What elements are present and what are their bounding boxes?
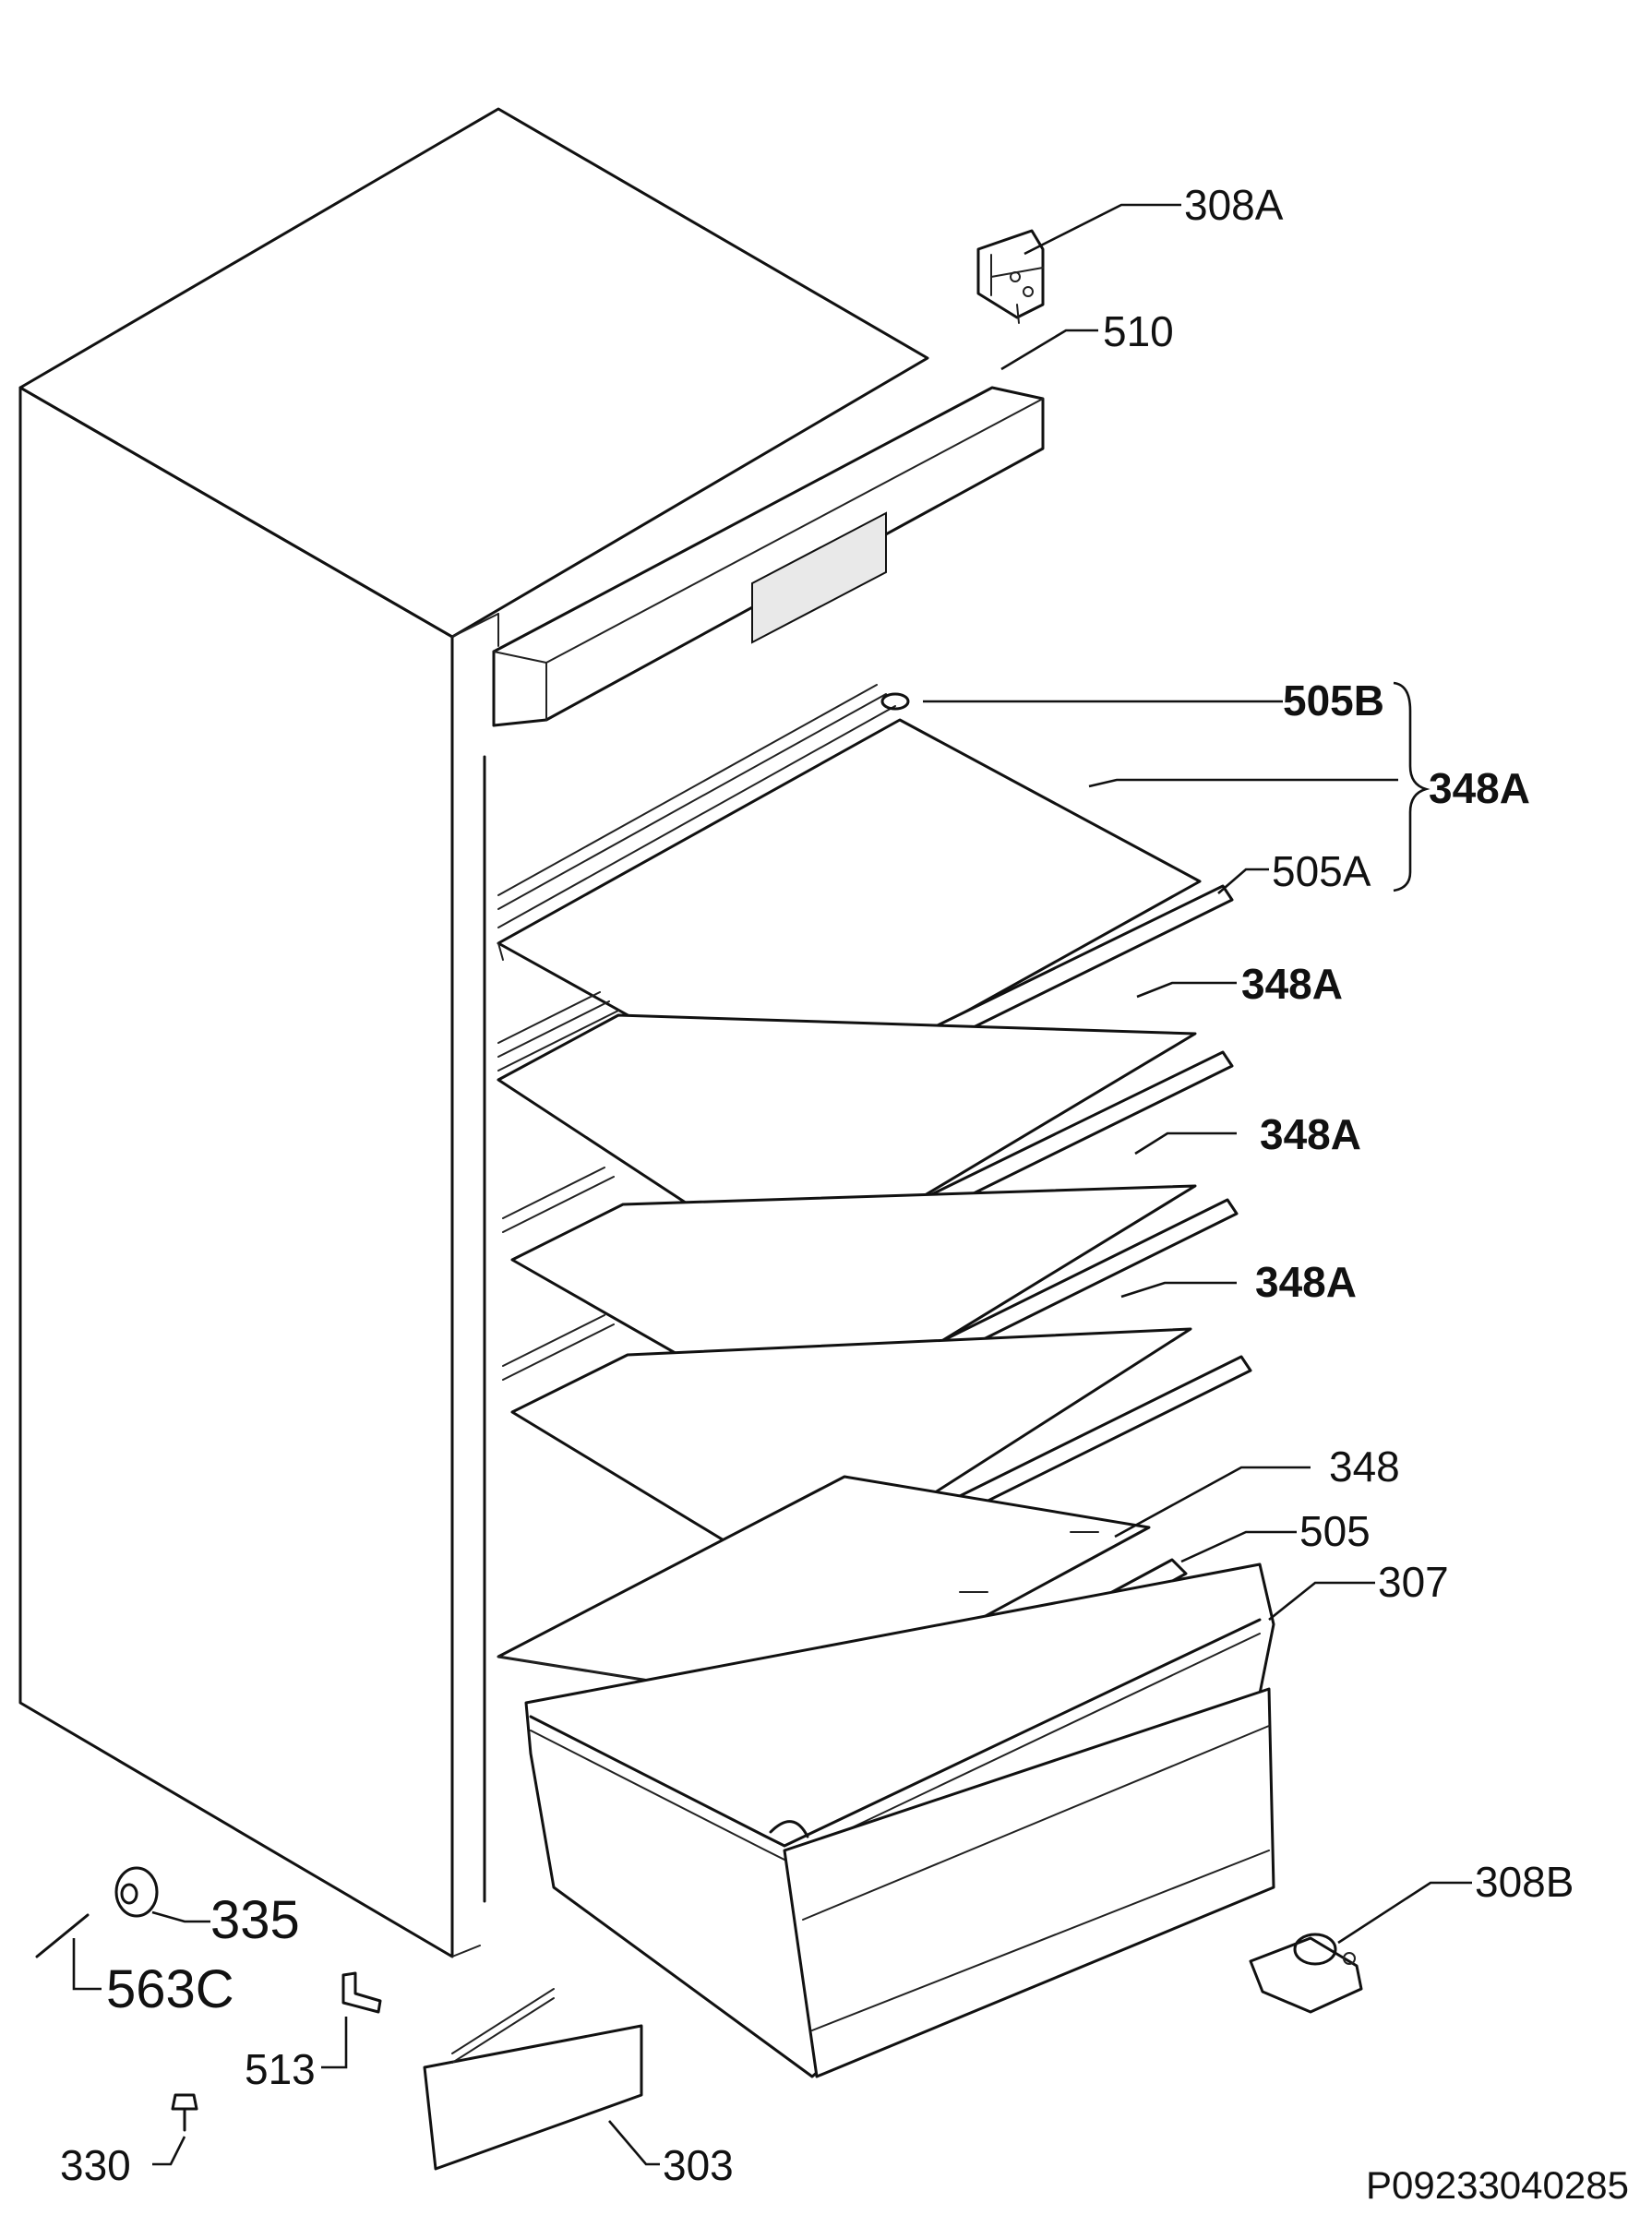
label-510: 510 — [1103, 307, 1174, 355]
label-505b: 505B — [1283, 676, 1384, 724]
label-307: 307 — [1378, 1558, 1449, 1606]
kick-plate-303 — [423, 1988, 643, 2171]
top-hinge-308a — [976, 229, 1045, 324]
leader-lines — [72, 203, 1472, 2166]
display-grille — [751, 511, 887, 644]
label-348a-shelf-4: 348A — [1255, 1258, 1357, 1306]
label-505a: 505A — [1272, 847, 1371, 895]
cabinet-body — [18, 107, 929, 1958]
label-330: 330 — [60, 2141, 131, 2189]
label-348a-shelf-3: 348A — [1260, 1110, 1361, 1158]
label-513: 513 — [245, 2045, 316, 2093]
control-panel-510 — [492, 386, 1045, 727]
screw-330 — [171, 2093, 198, 2132]
label-308b: 308B — [1475, 1858, 1574, 1906]
crisper-drawer-307 — [524, 1562, 1275, 2078]
label-348a-group: 348A — [1429, 764, 1530, 812]
label-335: 335 — [210, 1890, 300, 1950]
bracket-513 — [341, 1971, 382, 2014]
label-505: 505 — [1299, 1507, 1371, 1555]
label-348: 348 — [1329, 1443, 1400, 1491]
drawing-code: P09233040285 — [1366, 2163, 1629, 2207]
label-308a: 308A — [1184, 181, 1284, 229]
bearing-335 — [114, 1866, 159, 1918]
label-348a-shelf-2: 348A — [1241, 960, 1343, 1008]
part-labels: 308A 510 505B 348A 505A 348A 348A 348A 3… — [60, 181, 1574, 2189]
label-563c: 563C — [106, 1959, 234, 2019]
label-303: 303 — [663, 2141, 734, 2189]
pin-563c — [35, 1913, 90, 1958]
bottom-hinge-308b — [1249, 1933, 1363, 2014]
